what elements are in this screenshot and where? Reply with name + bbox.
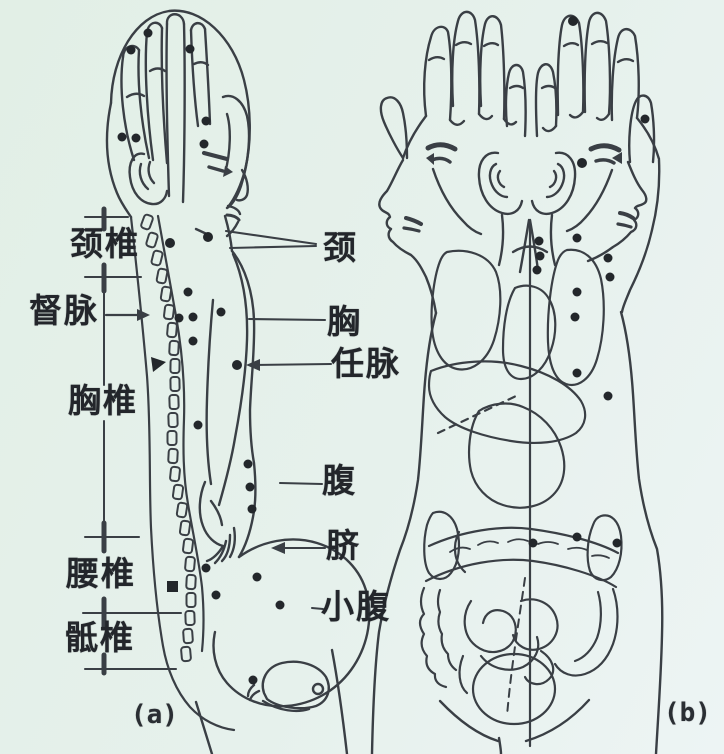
liver-outline (427, 360, 587, 445)
small-intestine (453, 530, 559, 695)
figure-b-right-face (549, 143, 648, 267)
figure-b-organs (418, 248, 623, 726)
cervical-vertebrae-label: 颈椎 (70, 227, 140, 263)
panel-b-acupoints (528, 16, 650, 548)
panel-b-caption: (b) (664, 698, 711, 728)
sacral-vertebrae-label: 骶椎 (65, 621, 135, 657)
figure-b-right-hand (534, 11, 661, 314)
figure-a-face (201, 150, 249, 238)
ren-meridian-arrowhead (246, 359, 260, 371)
figure-a-torso (194, 214, 257, 559)
stomach-outline (468, 402, 566, 509)
chest-label: 胸 (327, 305, 362, 341)
bladder-outline (471, 652, 557, 726)
ren-meridian-label: 任脉 (331, 347, 401, 383)
panel-a-spine-bracket (81, 206, 183, 676)
left-kidney-outline (586, 514, 623, 582)
thoracic-vertebrae-label: 胸椎 (68, 384, 138, 420)
panel-a-figure (105, 9, 371, 754)
vertebrae-chain (140, 213, 197, 663)
descending-colon (553, 587, 619, 677)
panel-b-figure (370, 10, 664, 754)
panel-a-caption: (a) (131, 700, 178, 730)
ren-meridian-leader-line (251, 362, 333, 367)
navel-arrowhead (271, 542, 285, 554)
ascending-colon (418, 586, 448, 689)
figure-b-left-ear-icon (477, 151, 524, 215)
du-meridian-arrowhead (137, 309, 150, 321)
lower-abdomen-label: 小腹 (321, 590, 391, 626)
lumbar-vertebrae-label: 腰椎 (66, 557, 136, 593)
abdomen-label: 腹 (322, 464, 357, 500)
navel-label: 脐 (326, 529, 361, 565)
figure-b-left-hand (379, 10, 527, 160)
abdomen-leader-line (278, 481, 324, 486)
figure-b-torso (370, 310, 664, 754)
figure-a-hip-leg (194, 538, 371, 754)
right-kidney-outline (423, 510, 461, 581)
figure-b-left-face (378, 142, 505, 315)
figure-a-head (105, 9, 251, 219)
figure-a-spine (129, 213, 236, 732)
left-lung-outline (546, 248, 605, 386)
du-meridian-label: 督脉 (29, 294, 99, 330)
figure-b-right-ear-icon (530, 151, 577, 215)
chest-leader-line (247, 317, 327, 322)
neck-leader-line (224, 229, 318, 246)
neck-label: 颈 (323, 231, 358, 267)
right-lung-outline (430, 249, 502, 371)
figure-a-arm (198, 252, 249, 565)
figure-a-ear-icon (128, 152, 169, 206)
figure-a-hand-overlay (120, 13, 251, 210)
lower-abdomen-leader-line (310, 606, 325, 611)
figure-b-midline (506, 218, 549, 748)
panel-a-acupoints (117, 28, 285, 685)
left-hand-thumb (379, 96, 409, 160)
panel-a-leader-lines (224, 229, 333, 611)
right-hand-thumb (628, 94, 656, 164)
